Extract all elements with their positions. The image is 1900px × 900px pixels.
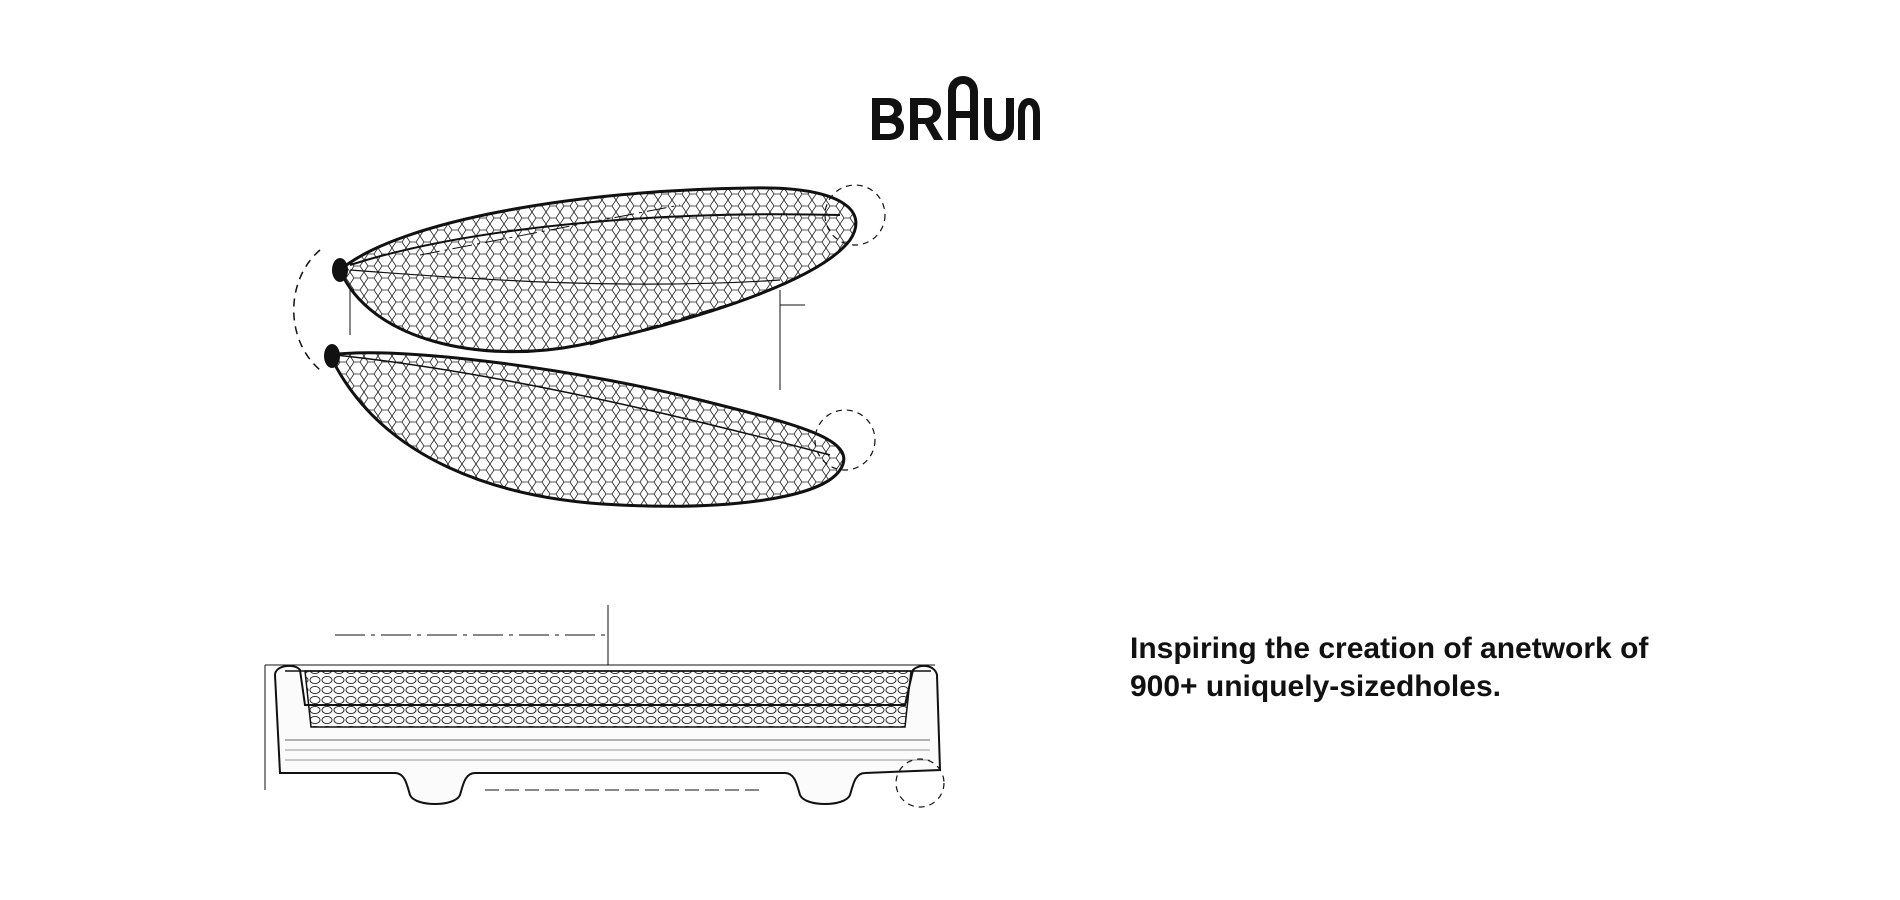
braun-wordmark-icon (872, 76, 1040, 141)
shaver-foil-illustration (225, 595, 985, 835)
dragonfly-wings-illustration (280, 170, 900, 520)
shaver-foil-icon (264, 605, 945, 808)
braun-logo (860, 68, 1040, 146)
caption-line-1: Inspiring the creation of anetwork of (1130, 632, 1649, 665)
caption-text: Inspiring the creation of anetwork of 90… (1130, 630, 1750, 706)
caption-line-2: 900+ uniquely-sizedholes. (1130, 670, 1501, 703)
dragonfly-wings-icon (293, 184, 886, 508)
